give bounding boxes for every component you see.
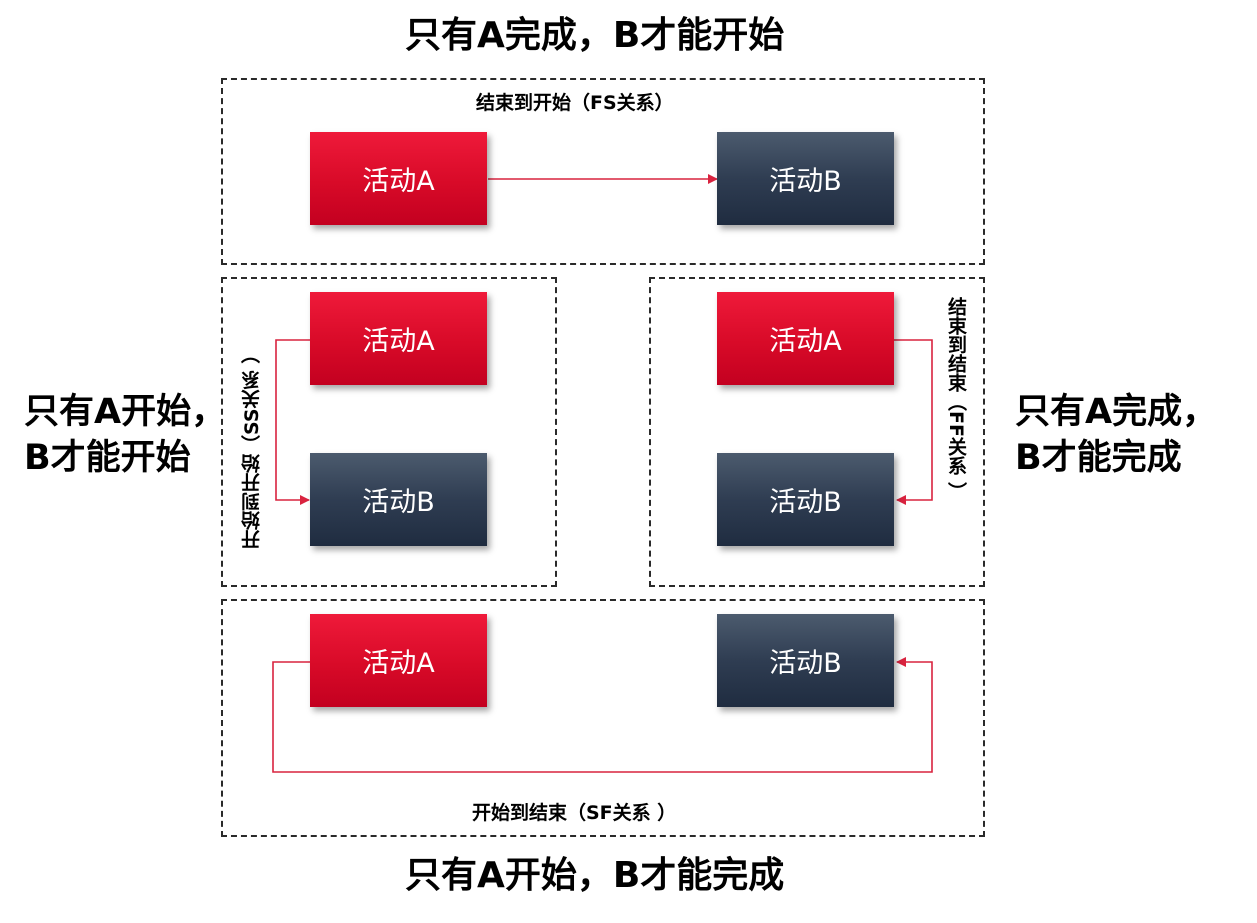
- ff-connector: [894, 339, 933, 505]
- panel-fs-label: 结束到开始（FS关系）: [476, 92, 674, 114]
- sf-activity-a: 活动A: [310, 614, 487, 707]
- ss-connector: [275, 339, 310, 505]
- ss-activity-a-label: 活动A: [362, 326, 435, 357]
- fs-activity-a-label: 活动A: [362, 166, 435, 197]
- heading-ss-line2: B才能开始: [24, 438, 191, 478]
- fs-activity-a: 活动A: [310, 132, 487, 225]
- ss-activity-a: 活动A: [310, 292, 487, 385]
- sf-activity-b-label: 活动B: [769, 648, 842, 679]
- fs-activity-b: 活动B: [717, 132, 894, 225]
- heading-sf: 只有A开始，B才能完成: [405, 855, 785, 896]
- heading-ff-line2: B才能完成: [1015, 438, 1182, 478]
- ff-activity-b-label: 活动B: [769, 487, 842, 518]
- panel-fs: [221, 78, 985, 265]
- heading-ff: 只有A完成， B才能完成: [1015, 389, 1217, 481]
- ss-activity-b-label: 活动B: [362, 487, 435, 518]
- panel-ff-label: 结束到结束（FF关系 ）: [945, 297, 967, 501]
- ff-activity-a-label: 活动A: [769, 326, 842, 357]
- panel-sf-label: 开始到结束（SF关系 ）: [472, 802, 677, 824]
- heading-ss-line1: 只有A开始，: [24, 392, 227, 432]
- heading-ss: 只有A开始， B才能开始: [24, 389, 226, 481]
- ff-activity-a: 活动A: [717, 292, 894, 385]
- panel-ss: [221, 277, 557, 587]
- fs-activity-b-label: 活动B: [769, 166, 842, 197]
- heading-fs: 只有A完成，B才能开始: [405, 15, 785, 56]
- heading-ff-line1: 只有A完成，: [1015, 392, 1218, 432]
- sf-activity-a-label: 活动A: [362, 648, 435, 679]
- panel-ff: [649, 277, 985, 587]
- ff-activity-b: 活动B: [717, 453, 894, 546]
- sf-activity-b: 活动B: [717, 614, 894, 707]
- sf-connector: [272, 657, 933, 773]
- panel-sf: [221, 599, 985, 837]
- ss-activity-b: 活动B: [310, 453, 487, 546]
